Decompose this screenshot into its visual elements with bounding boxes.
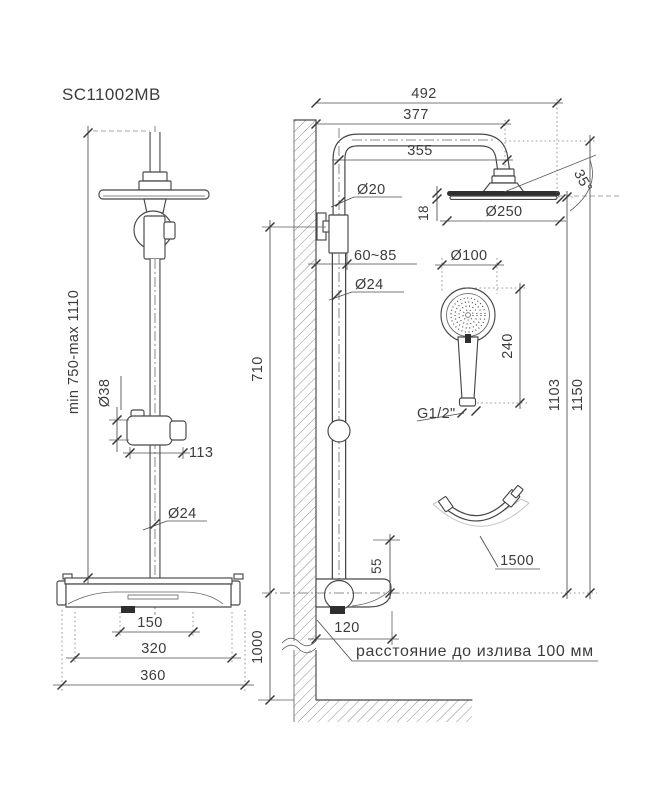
dim-mixer-depth: 120 xyxy=(334,620,359,636)
dim-spout-height: 55 xyxy=(369,558,384,574)
dim-arm-projection: 377 xyxy=(403,107,428,123)
note-spout-distance: расстояние до излива 100 мм xyxy=(356,643,594,660)
dim-height-to-head: 1103 xyxy=(547,379,563,412)
wall-break xyxy=(283,641,317,650)
dim-head-tilt-angle: 35° xyxy=(570,167,595,195)
hand-shower xyxy=(440,287,496,407)
wall-section xyxy=(281,119,473,722)
front-view-dimensions: min 750-max 1110 Ø38 113 Ø24 150 xyxy=(53,126,254,691)
front-view xyxy=(56,126,244,615)
front-mixer xyxy=(56,573,244,613)
floor-section xyxy=(294,700,472,722)
dim-overall-height: 1150 xyxy=(570,379,586,412)
dim-overall-width: 360 xyxy=(140,668,165,684)
side-view xyxy=(315,128,560,614)
side-view-dimensions: 492 377 355 Ø20 60~85 Ø24 710 xyxy=(250,86,622,706)
dim-spout-width: 150 xyxy=(137,615,162,631)
dim-head-thickness: 18 xyxy=(416,205,431,221)
dim-arm-pipe-diameter: Ø20 xyxy=(357,182,386,198)
side-holder-ball xyxy=(327,419,351,443)
model-number: SC11002MB xyxy=(62,85,161,104)
front-shower-head xyxy=(98,189,210,200)
dim-column-height: 710 xyxy=(250,356,266,381)
dim-handshower-diameter: Ø100 xyxy=(450,248,487,264)
dim-arm-length: 355 xyxy=(407,143,432,159)
dim-holder-width: 113 xyxy=(189,445,213,461)
dim-bracket-clearance: 60~85 xyxy=(354,248,397,264)
dim-holder-diameter: Ø38 xyxy=(97,379,113,408)
side-mixer-knob xyxy=(323,579,355,611)
dim-front-pipe-diameter: Ø24 xyxy=(168,506,197,522)
front-holder-knob xyxy=(169,420,187,441)
front-diverter-handle xyxy=(163,221,176,240)
front-slider-holder xyxy=(126,415,173,446)
dim-arm-projection-total: 492 xyxy=(411,86,436,102)
side-mixer-spout xyxy=(330,606,345,614)
dim-column-pipe-diameter: Ø24 xyxy=(355,277,384,293)
front-mixer-slot xyxy=(127,594,179,600)
dim-mixer-height: 1000 xyxy=(250,630,266,664)
front-mixer-spout xyxy=(121,606,135,613)
hand-shower-handle xyxy=(457,336,479,400)
side-shower-head xyxy=(447,191,560,196)
side-bracket-clamp xyxy=(328,214,349,254)
side-mixer xyxy=(315,578,392,614)
dim-connection-thread: G1/2" xyxy=(417,406,456,422)
dim-body-width: 320 xyxy=(141,641,166,657)
dim-handshower-length: 240 xyxy=(500,333,516,358)
dim-height-range: min 750-max 1110 xyxy=(66,290,82,414)
dim-hose-length: 1500 xyxy=(500,553,534,569)
dim-head-diameter: Ø250 xyxy=(485,204,522,220)
shower-hose xyxy=(432,485,530,527)
